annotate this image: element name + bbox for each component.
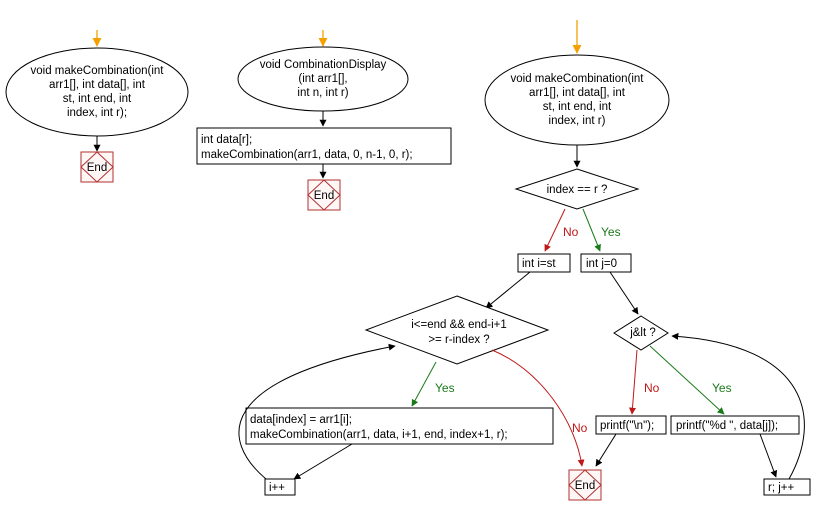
loop-i-body-line-1: data[index] = arr1[i]; — [250, 414, 352, 426]
middle-process-line-1: int data[r]; — [201, 134, 252, 146]
print-data-label: printf("%d ", data[j]); — [676, 420, 778, 432]
decision-loop-j — [613, 315, 669, 351]
left-start-line-4: index, int r); — [67, 107, 127, 119]
middle-start-line-3: int n, int r) — [297, 87, 348, 99]
yes-branch-line-main — [582, 208, 601, 252]
middle-end-label: End — [314, 190, 334, 202]
no-branch-label-main: No — [563, 225, 579, 239]
middle-end-node: End — [307, 179, 341, 211]
left-start-line-1: void makeCombination(int — [31, 65, 165, 77]
loop-i-no-line — [491, 349, 585, 467]
right-start-line-3: st, int end, int — [543, 101, 612, 113]
loop-i-body-line-2: makeCombination(arr1, data, i+1, end, in… — [250, 429, 508, 441]
right-start-line-2: arr1[], int data[], int — [529, 87, 626, 99]
loop-j-no-line — [629, 349, 638, 415]
left-flow: void makeCombination(int arr1[], int dat… — [5, 30, 189, 183]
middle-start-line-1: void CombinationDisplay — [260, 59, 387, 71]
middle-process-line-2: makeCombination(arr1, data, 0, n-1, 0, r… — [201, 149, 413, 161]
print-newline-label: printf("\n"); — [600, 420, 654, 432]
init-i-label: int i=st — [522, 258, 556, 270]
right-flow: void makeCombination(int arr1[], int dat… — [238, 20, 811, 501]
arrow-init-i-to-loop-i — [485, 271, 531, 309]
loop-i-body-box — [245, 407, 554, 445]
right-start-line-4: index, int r) — [549, 115, 606, 127]
middle-start-line-2: (int arr1[], — [298, 73, 347, 85]
init-j-box — [580, 253, 632, 273]
loop-j-no-label: No — [644, 381, 660, 395]
right-end-node: End — [568, 469, 602, 501]
print-newline-box — [595, 415, 667, 435]
left-start-ellipse — [5, 47, 189, 137]
arrow-print-to-inc-j — [759, 433, 778, 478]
inc-i-label: i++ — [269, 482, 285, 494]
middle-process-box — [196, 127, 452, 165]
print-data-box — [670, 415, 800, 435]
decision-index-eq-r — [514, 168, 640, 210]
inc-j-label: r; j++ — [768, 482, 794, 494]
loop-i-back-arrow — [238, 343, 396, 480]
right-start-ellipse — [484, 54, 670, 146]
middle-flow: void CombinationDisplay (int arr1[], int… — [196, 30, 452, 211]
arrow-init-j-to-loop-j — [609, 271, 639, 315]
loop-j-yes-label: Yes — [712, 381, 732, 395]
decision-loop-i — [364, 295, 550, 365]
init-j-label: int j=0 — [586, 258, 617, 270]
yes-branch-label-main: Yes — [601, 225, 621, 239]
loop-i-yes-line — [411, 361, 437, 407]
loop-j-cond-label: j&lt ? — [629, 327, 656, 339]
arrow-newline-to-end — [595, 433, 617, 467]
left-end-label: End — [87, 162, 107, 174]
right-end-label: End — [575, 480, 595, 492]
no-branch-line-main — [544, 208, 566, 252]
arrow-body-to-inc-i — [293, 443, 353, 480]
left-start-line-3: st, int end, int — [63, 93, 132, 105]
decision-index-eq-r-label: index == r ? — [547, 184, 608, 196]
inc-i-box — [264, 478, 296, 496]
loop-i-yes-label: Yes — [435, 381, 455, 395]
loop-i-cond-line-2: >= r-index ? — [428, 334, 489, 346]
loop-j-yes-line — [649, 345, 725, 415]
loop-i-cond-line-1: i<=end && end-i+1 — [411, 319, 507, 331]
inc-j-box — [763, 478, 811, 496]
init-i-box — [517, 253, 571, 273]
left-end-node: End — [80, 151, 114, 183]
loop-i-no-label: No — [572, 421, 588, 435]
loop-j-back-arrow — [671, 332, 805, 480]
left-start-line-2: arr1[], int data[], int — [49, 79, 146, 91]
right-start-line-1: void makeCombination(int — [511, 73, 645, 85]
